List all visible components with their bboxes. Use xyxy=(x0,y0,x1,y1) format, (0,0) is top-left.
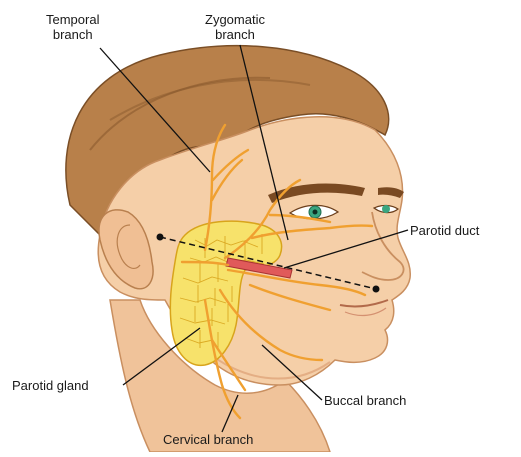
label-cervical-branch: Cervical branch xyxy=(163,432,253,447)
label-zygomatic-branch: Zygomatic branch xyxy=(205,12,265,42)
label-parotid-duct: Parotid duct xyxy=(410,223,479,238)
label-buccal-branch: Buccal branch xyxy=(324,393,406,408)
label-parotid-gland: Parotid gland xyxy=(12,378,89,393)
mouth-point xyxy=(373,286,380,293)
ear-point xyxy=(157,234,164,241)
label-temporal-branch: Temporal branch xyxy=(46,12,99,42)
